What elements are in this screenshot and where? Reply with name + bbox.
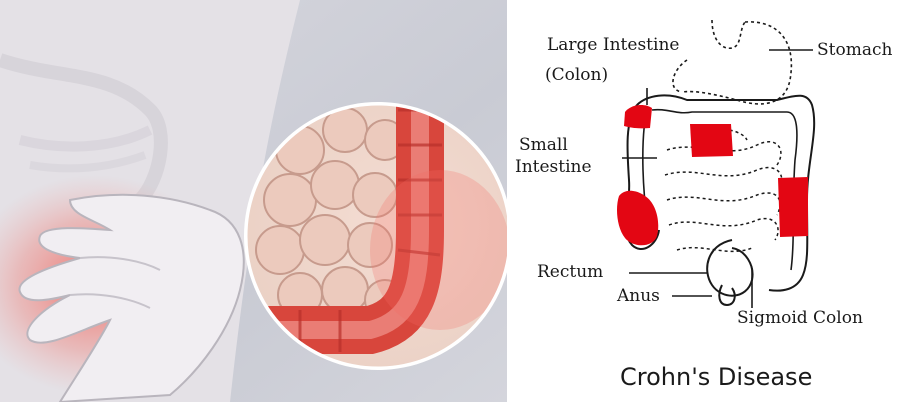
label-intestine: Intestine bbox=[515, 157, 592, 177]
photo-artwork bbox=[0, 0, 507, 402]
label-anus: Anus bbox=[616, 286, 660, 306]
label-sigmoid-colon: Sigmoid Colon bbox=[737, 308, 863, 328]
label-rectum: Rectum bbox=[537, 262, 603, 282]
inflamed-region bbox=[617, 191, 658, 246]
diagram-caption: Crohn's Disease bbox=[620, 363, 812, 391]
digestive-tract-diagram: Large Intestine (Colon) Stomach Small In… bbox=[507, 0, 918, 402]
inflamed-region bbox=[624, 105, 652, 128]
crohns-illustration-photo bbox=[0, 0, 507, 402]
inflamed-region bbox=[690, 124, 733, 157]
label-colon: (Colon) bbox=[545, 65, 608, 85]
label-small: Small bbox=[519, 135, 568, 155]
stomach-outline bbox=[682, 20, 791, 104]
label-stomach: Stomach bbox=[817, 40, 892, 60]
crohns-diagram: Large Intestine (Colon) Stomach Small In… bbox=[507, 0, 918, 402]
label-large-intestine: Large Intestine bbox=[547, 35, 679, 55]
inflamed-region bbox=[778, 177, 808, 237]
rectum-outline bbox=[707, 240, 752, 296]
